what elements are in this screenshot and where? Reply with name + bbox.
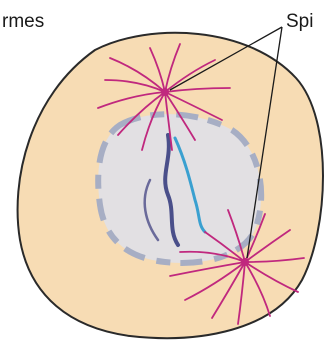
label-right: Spi bbox=[286, 11, 313, 32]
upper-centrosome bbox=[161, 88, 169, 96]
nucleus bbox=[98, 114, 261, 263]
label-left: rmes bbox=[2, 11, 44, 32]
lower-centrosome bbox=[241, 258, 249, 266]
